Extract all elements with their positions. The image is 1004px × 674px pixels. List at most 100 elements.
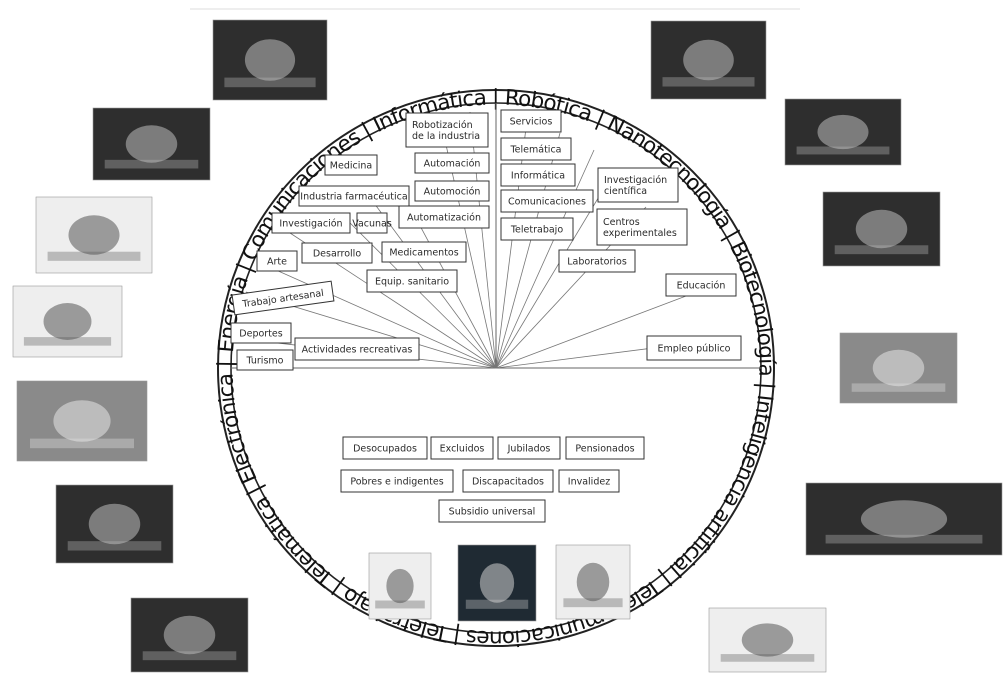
photo-subject — [163, 615, 216, 655]
box-label: Teletrabajo — [510, 225, 563, 236]
photo-subject — [125, 125, 178, 163]
photo-subject — [860, 500, 948, 538]
photo-subject — [43, 303, 92, 340]
concept-box-teletrabajo: Teletrabajo — [500, 217, 574, 241]
fan-ray — [257, 261, 497, 369]
box-frame — [665, 273, 737, 297]
box-frame — [340, 469, 454, 493]
box-label: Subsidio universal — [449, 507, 536, 518]
photo-subject — [872, 349, 925, 387]
box-label: Deportes — [239, 329, 282, 340]
box-frame — [366, 269, 458, 293]
concept-box-automatizacion: Automatización — [398, 205, 490, 229]
telematics-network-photo — [92, 107, 211, 181]
concept-box-excluidos: Excluidos — [430, 436, 494, 460]
box-label: Informática — [511, 171, 565, 182]
nanotechnology-photo — [805, 482, 1003, 556]
photo-subject — [576, 562, 610, 602]
photo-subject — [855, 209, 908, 249]
box-label: de la industria — [412, 131, 480, 142]
concept-box-turismo: Turismo — [236, 349, 294, 371]
concept-box-desarrollo: Desarrollo — [301, 242, 373, 264]
photo-detail — [224, 77, 316, 88]
photo-detail — [465, 599, 529, 609]
box-frame — [497, 436, 561, 460]
concept-box-equip-sanitario: Equip. sanitario — [366, 269, 458, 293]
box-frame — [430, 436, 494, 460]
concept-box-comunicaciones: Comunicaciones — [500, 189, 594, 213]
box-label: Medicamentos — [389, 248, 458, 259]
concept-box-automacion: Automación — [414, 152, 490, 174]
concept-box-actividades-recreativas: Actividades recreativas — [294, 337, 420, 361]
unemployed-people-photo — [457, 544, 537, 622]
box-label: Invalidez — [568, 477, 610, 488]
box-label: Telemática — [509, 145, 561, 156]
box-frame — [500, 163, 576, 187]
photo-detail — [375, 600, 425, 609]
box-label: Pensionados — [575, 444, 634, 455]
concept-box-arte: Arte — [256, 250, 298, 272]
photo-detail — [104, 159, 199, 169]
box-label: Automación — [424, 159, 481, 170]
photo-detail — [67, 541, 162, 551]
photo-subject — [68, 215, 120, 255]
box-label: Investigación — [279, 219, 342, 230]
computing-chip-photo — [822, 191, 941, 267]
concept-box-empleo-publico: Empleo público — [646, 335, 742, 361]
box-frame — [565, 436, 645, 460]
concept-box-telematica: Telemática — [500, 137, 572, 161]
box-frame — [646, 335, 742, 361]
box-label: Empleo público — [658, 344, 731, 355]
box-label: Arte — [267, 257, 287, 268]
concept-box-jubilados: Jubilados — [497, 436, 561, 460]
outer-ring-circle — [217, 89, 775, 647]
concept-box-deportes: Deportes — [230, 322, 292, 344]
box-frame — [500, 217, 574, 241]
box-label: Equip. sanitario — [375, 277, 449, 288]
box-label: Medicina — [330, 161, 372, 172]
photo-detail — [851, 383, 946, 392]
box-label: Robotización — [412, 120, 473, 131]
box-label: Jubilados — [507, 444, 551, 455]
box-frame — [500, 109, 562, 133]
box-label: Pobres e indigentes — [350, 477, 443, 488]
photo-detail — [23, 337, 112, 346]
box-frame — [500, 137, 572, 161]
box-label: Vacunas — [352, 219, 392, 230]
photo-detail — [720, 654, 815, 662]
concept-box-medicamentos: Medicamentos — [381, 241, 467, 263]
photo-detail — [834, 245, 929, 255]
concept-box-investigacion: Investigación — [271, 212, 351, 234]
electronics-circuit-photo — [212, 19, 328, 101]
photo-thumbnails — [12, 19, 1003, 673]
box-label: Educación — [677, 281, 726, 292]
concept-box-informatica: Informática — [500, 163, 576, 187]
concept-box-discapacitados: Discapacitados — [462, 469, 554, 493]
photo-detail — [142, 651, 237, 661]
concept-box-trabajo-artesanal: Trabajo artesanal — [231, 280, 335, 316]
photo-subject — [683, 39, 734, 81]
photo-detail — [30, 438, 134, 449]
concept-box-subsidio-universal: Subsidio universal — [438, 499, 546, 523]
box-frame — [405, 112, 489, 148]
concept-box-laboratorios: Laboratorios — [558, 249, 636, 273]
ai-robot-thinking-photo — [130, 597, 249, 673]
box-label: Desocupados — [353, 444, 417, 455]
box-label: Industria farmacéutica — [300, 192, 407, 203]
concept-box-industria-farmaceutica: Industria farmacéutica — [298, 185, 410, 207]
photo-detail — [796, 146, 890, 155]
box-frame — [558, 249, 636, 273]
photo-subject — [88, 503, 141, 545]
box-frame — [462, 469, 554, 493]
box-frame — [500, 189, 594, 213]
paris-eiffel-tower-photo — [16, 380, 148, 462]
photo-detail — [563, 598, 623, 608]
concept-box-vacunas: Vacunas — [352, 212, 392, 234]
box-frame — [414, 180, 490, 202]
concept-box-educacion: Educación — [665, 273, 737, 297]
photo-detail — [825, 534, 983, 544]
photo-subject — [386, 568, 414, 604]
